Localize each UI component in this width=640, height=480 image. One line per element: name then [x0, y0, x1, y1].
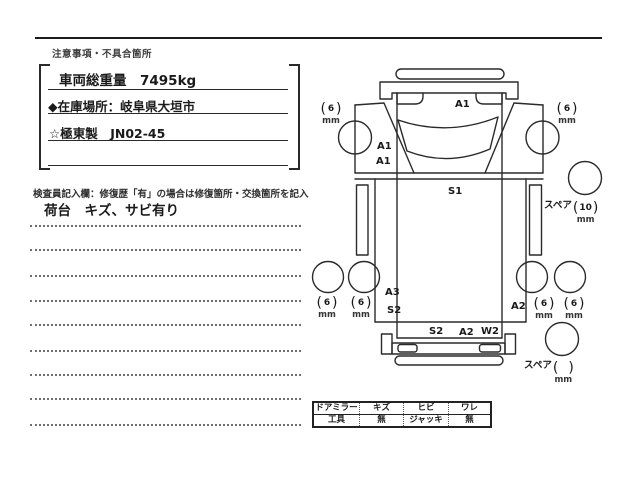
chassis-and-bed: [355, 92, 543, 339]
windshield-band: [397, 116, 499, 160]
body-builder-row: ☆極東製 JN02-45: [49, 126, 166, 141]
writing-line-6: [30, 350, 301, 352]
damage-table-cell: 無: [359, 414, 403, 426]
paren-close: ): [332, 295, 338, 311]
writing-line-2: [30, 249, 301, 251]
tread-rear-left-inner: (6) mm: [350, 295, 372, 320]
damage-table-cell: キズ: [359, 403, 403, 414]
tread-front-right: (6) mm: [556, 101, 578, 126]
writing-line-1: [30, 225, 301, 227]
rear-right-outer-tire: [553, 260, 587, 294]
tread-rear-right-outer: (6) mm: [563, 296, 585, 321]
notes-header-label: 注意事項・不具合箇所: [52, 49, 153, 60]
rear-left-outer-tire: [311, 260, 345, 294]
paren-open: (: [316, 295, 322, 311]
info-box-right-bracket: [289, 64, 300, 170]
damage-label-s2-side: S2: [387, 305, 402, 316]
paren-close: ): [572, 101, 578, 117]
stock-location-row: ◆在庫場所：岐阜県大垣市: [48, 99, 196, 114]
top-rule: [35, 37, 602, 39]
cab-left-fender: [354, 102, 415, 174]
front-top-bar: [395, 68, 505, 80]
paren-open: (: [350, 295, 356, 311]
rear-lamp-left: [397, 343, 418, 353]
paren-close: ): [366, 295, 372, 311]
rear-bumper: [380, 333, 517, 366]
damage-label-a2-side: A2: [511, 301, 526, 312]
side-guard-left: [355, 184, 369, 256]
front-left-tire: [337, 120, 373, 155]
front-bumper: [379, 81, 519, 100]
spare-tire-front: [567, 160, 603, 196]
side-guard-right: [528, 184, 543, 256]
rear-bracket-right: [504, 333, 517, 355]
paren-close: ): [336, 101, 342, 117]
damage-label-a1-side-lower: A1: [376, 156, 391, 167]
paren-open: (: [552, 360, 559, 376]
damage-table: ドアミラー キズ ヒビ ワレ 工具 無 ジャッキ 無: [312, 401, 492, 428]
cab: [354, 102, 544, 180]
writing-line-7: [30, 374, 301, 376]
rear-bumper-bar: [391, 342, 506, 355]
underline-1: [48, 89, 288, 90]
paren-open: (: [533, 296, 539, 312]
damage-table-cell: 無: [448, 414, 490, 426]
damage-label-a1-side-upper: A1: [377, 141, 392, 152]
tread-rear-left-outer: (6) mm: [316, 295, 338, 320]
underline-3: [48, 140, 288, 141]
cowl-notch-right: [475, 92, 503, 105]
paren-close: ): [579, 296, 585, 312]
front-end: [379, 68, 519, 105]
damage-table-cell: ドアミラー: [315, 403, 358, 414]
writing-line-5: [30, 324, 301, 326]
spare-rear-label: スペア () mm: [524, 360, 574, 385]
paren-close: ): [549, 296, 555, 312]
damage-label-a1-front: A1: [455, 99, 470, 110]
paren-open: (: [320, 101, 326, 117]
paren-open: (: [556, 101, 562, 117]
rear-under-bar: [394, 355, 504, 366]
cab-right-fender: [484, 102, 544, 174]
rear-lamp-right: [478, 343, 502, 353]
wheels: [311, 120, 603, 357]
damage-table-cell: ジャッキ: [403, 414, 448, 426]
paren-close: ): [592, 200, 599, 216]
inspector-instruction: 検査員記入欄：修復歴「有」の場合は修復箇所・交換箇所を記入: [33, 189, 309, 200]
tread-rear-right-inner: (6) mm: [533, 296, 555, 321]
tread-front-left: (6) mm: [320, 101, 342, 126]
writing-line-4: [30, 300, 301, 302]
damage-label-s1: S1: [448, 186, 463, 197]
rear-bracket-left: [380, 333, 393, 355]
info-box-left-bracket: [39, 64, 50, 170]
damage-table-cell: ワレ: [448, 403, 490, 414]
gross-weight-row: 車両総重量 7495kg: [59, 73, 197, 89]
paren-open: (: [563, 296, 569, 312]
writing-line-8: [30, 398, 301, 400]
cowl-notch-left: [396, 92, 424, 105]
damage-table-cell: ヒビ: [403, 403, 448, 414]
writing-line-3: [30, 275, 301, 277]
damage-label-w2: W2: [481, 326, 499, 337]
writing-line-9: [30, 424, 301, 426]
paren-close: ): [568, 360, 574, 376]
damage-label-a2-rear: A2: [459, 327, 474, 338]
rear-left-inner-tire: [347, 260, 381, 294]
underline-4: [48, 165, 288, 166]
inspector-entry-text: 荷台 キズ、サビ有り: [44, 203, 179, 219]
underline-2: [48, 113, 288, 114]
damage-label-a3: A3: [385, 287, 400, 298]
rear-right-inner-tire: [515, 260, 549, 294]
spare-front-label: スペア (10) mm: [544, 200, 599, 225]
front-right-tire: [525, 120, 560, 155]
damage-table-cell: 工具: [314, 414, 359, 426]
spare-tire-rear: [544, 321, 580, 357]
damage-label-s2-rear: S2: [429, 326, 444, 337]
paren-open: (: [572, 200, 579, 216]
